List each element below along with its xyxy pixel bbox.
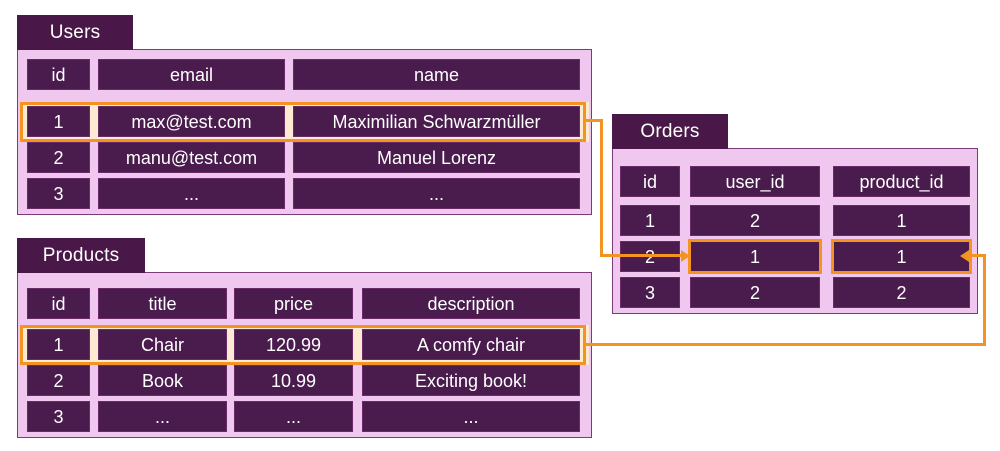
orders-row-3-id: 3 [620, 277, 680, 308]
users-row-1-email: max@test.com [98, 106, 285, 137]
users-header-name: name [293, 59, 580, 90]
users-row-3-email: ... [98, 178, 285, 209]
products-row-2-price: 10.99 [234, 365, 353, 396]
relation-products-to-orders-segment-3 [965, 254, 986, 257]
orders-table-tab: Orders [612, 114, 728, 149]
users-table-name: Users [49, 21, 101, 43]
users-row-3-name: ... [293, 178, 580, 209]
orders-row-3-product-id: 2 [833, 277, 970, 308]
products-row-3-description: ... [362, 401, 580, 432]
products-table-name: Products [42, 244, 120, 266]
relation-products-to-orders-arrowhead [960, 250, 969, 262]
orders-row-2-product-id: 1 [833, 241, 970, 272]
orders-header-id: id [620, 166, 680, 197]
products-header-title: title [98, 288, 227, 319]
relation-users-to-orders-segment-2 [600, 119, 603, 256]
orders-row-3-user-id: 2 [690, 277, 820, 308]
products-row-1-price: 120.99 [234, 329, 353, 360]
orders-header-product-id: product_id [833, 166, 970, 197]
products-row-3-price: ... [234, 401, 353, 432]
products-row-3-id: 3 [27, 401, 90, 432]
relation-products-to-orders-segment-2 [983, 254, 986, 346]
users-row-2-name: Manuel Lorenz [293, 142, 580, 173]
users-row-2-id: 2 [27, 142, 90, 173]
users-table-tab: Users [17, 15, 133, 50]
relation-users-to-orders-arrowhead [681, 250, 690, 262]
orders-row-1-id: 1 [620, 205, 680, 236]
products-row-1-description: A comfy chair [362, 329, 580, 360]
users-row-1-id: 1 [27, 106, 90, 137]
orders-row-1-product-id: 1 [833, 205, 970, 236]
users-row-1-name: Maximilian Schwarzmüller [293, 106, 580, 137]
orders-row-1-user-id: 2 [690, 205, 820, 236]
products-table-tab: Products [17, 238, 145, 273]
relation-users-to-orders-segment-3 [600, 254, 685, 257]
products-header-description: description [362, 288, 580, 319]
users-row-2-email: manu@test.com [98, 142, 285, 173]
products-row-1-id: 1 [27, 329, 90, 360]
orders-table-name: Orders [640, 120, 700, 142]
users-header-email: email [98, 59, 285, 90]
products-row-2-description: Exciting book! [362, 365, 580, 396]
users-row-3-id: 3 [27, 178, 90, 209]
orders-header-user-id: user_id [690, 166, 820, 197]
products-row-2-id: 2 [27, 365, 90, 396]
products-header-price: price [234, 288, 353, 319]
products-header-id: id [27, 288, 90, 319]
orders-row-2-user-id: 1 [690, 241, 820, 272]
products-row-3-title: ... [98, 401, 227, 432]
users-header-id: id [27, 59, 90, 90]
relation-products-to-orders-segment-1 [586, 343, 986, 346]
products-row-2-title: Book [98, 365, 227, 396]
products-row-1-title: Chair [98, 329, 227, 360]
relation-users-to-orders-segment-1 [586, 119, 603, 122]
